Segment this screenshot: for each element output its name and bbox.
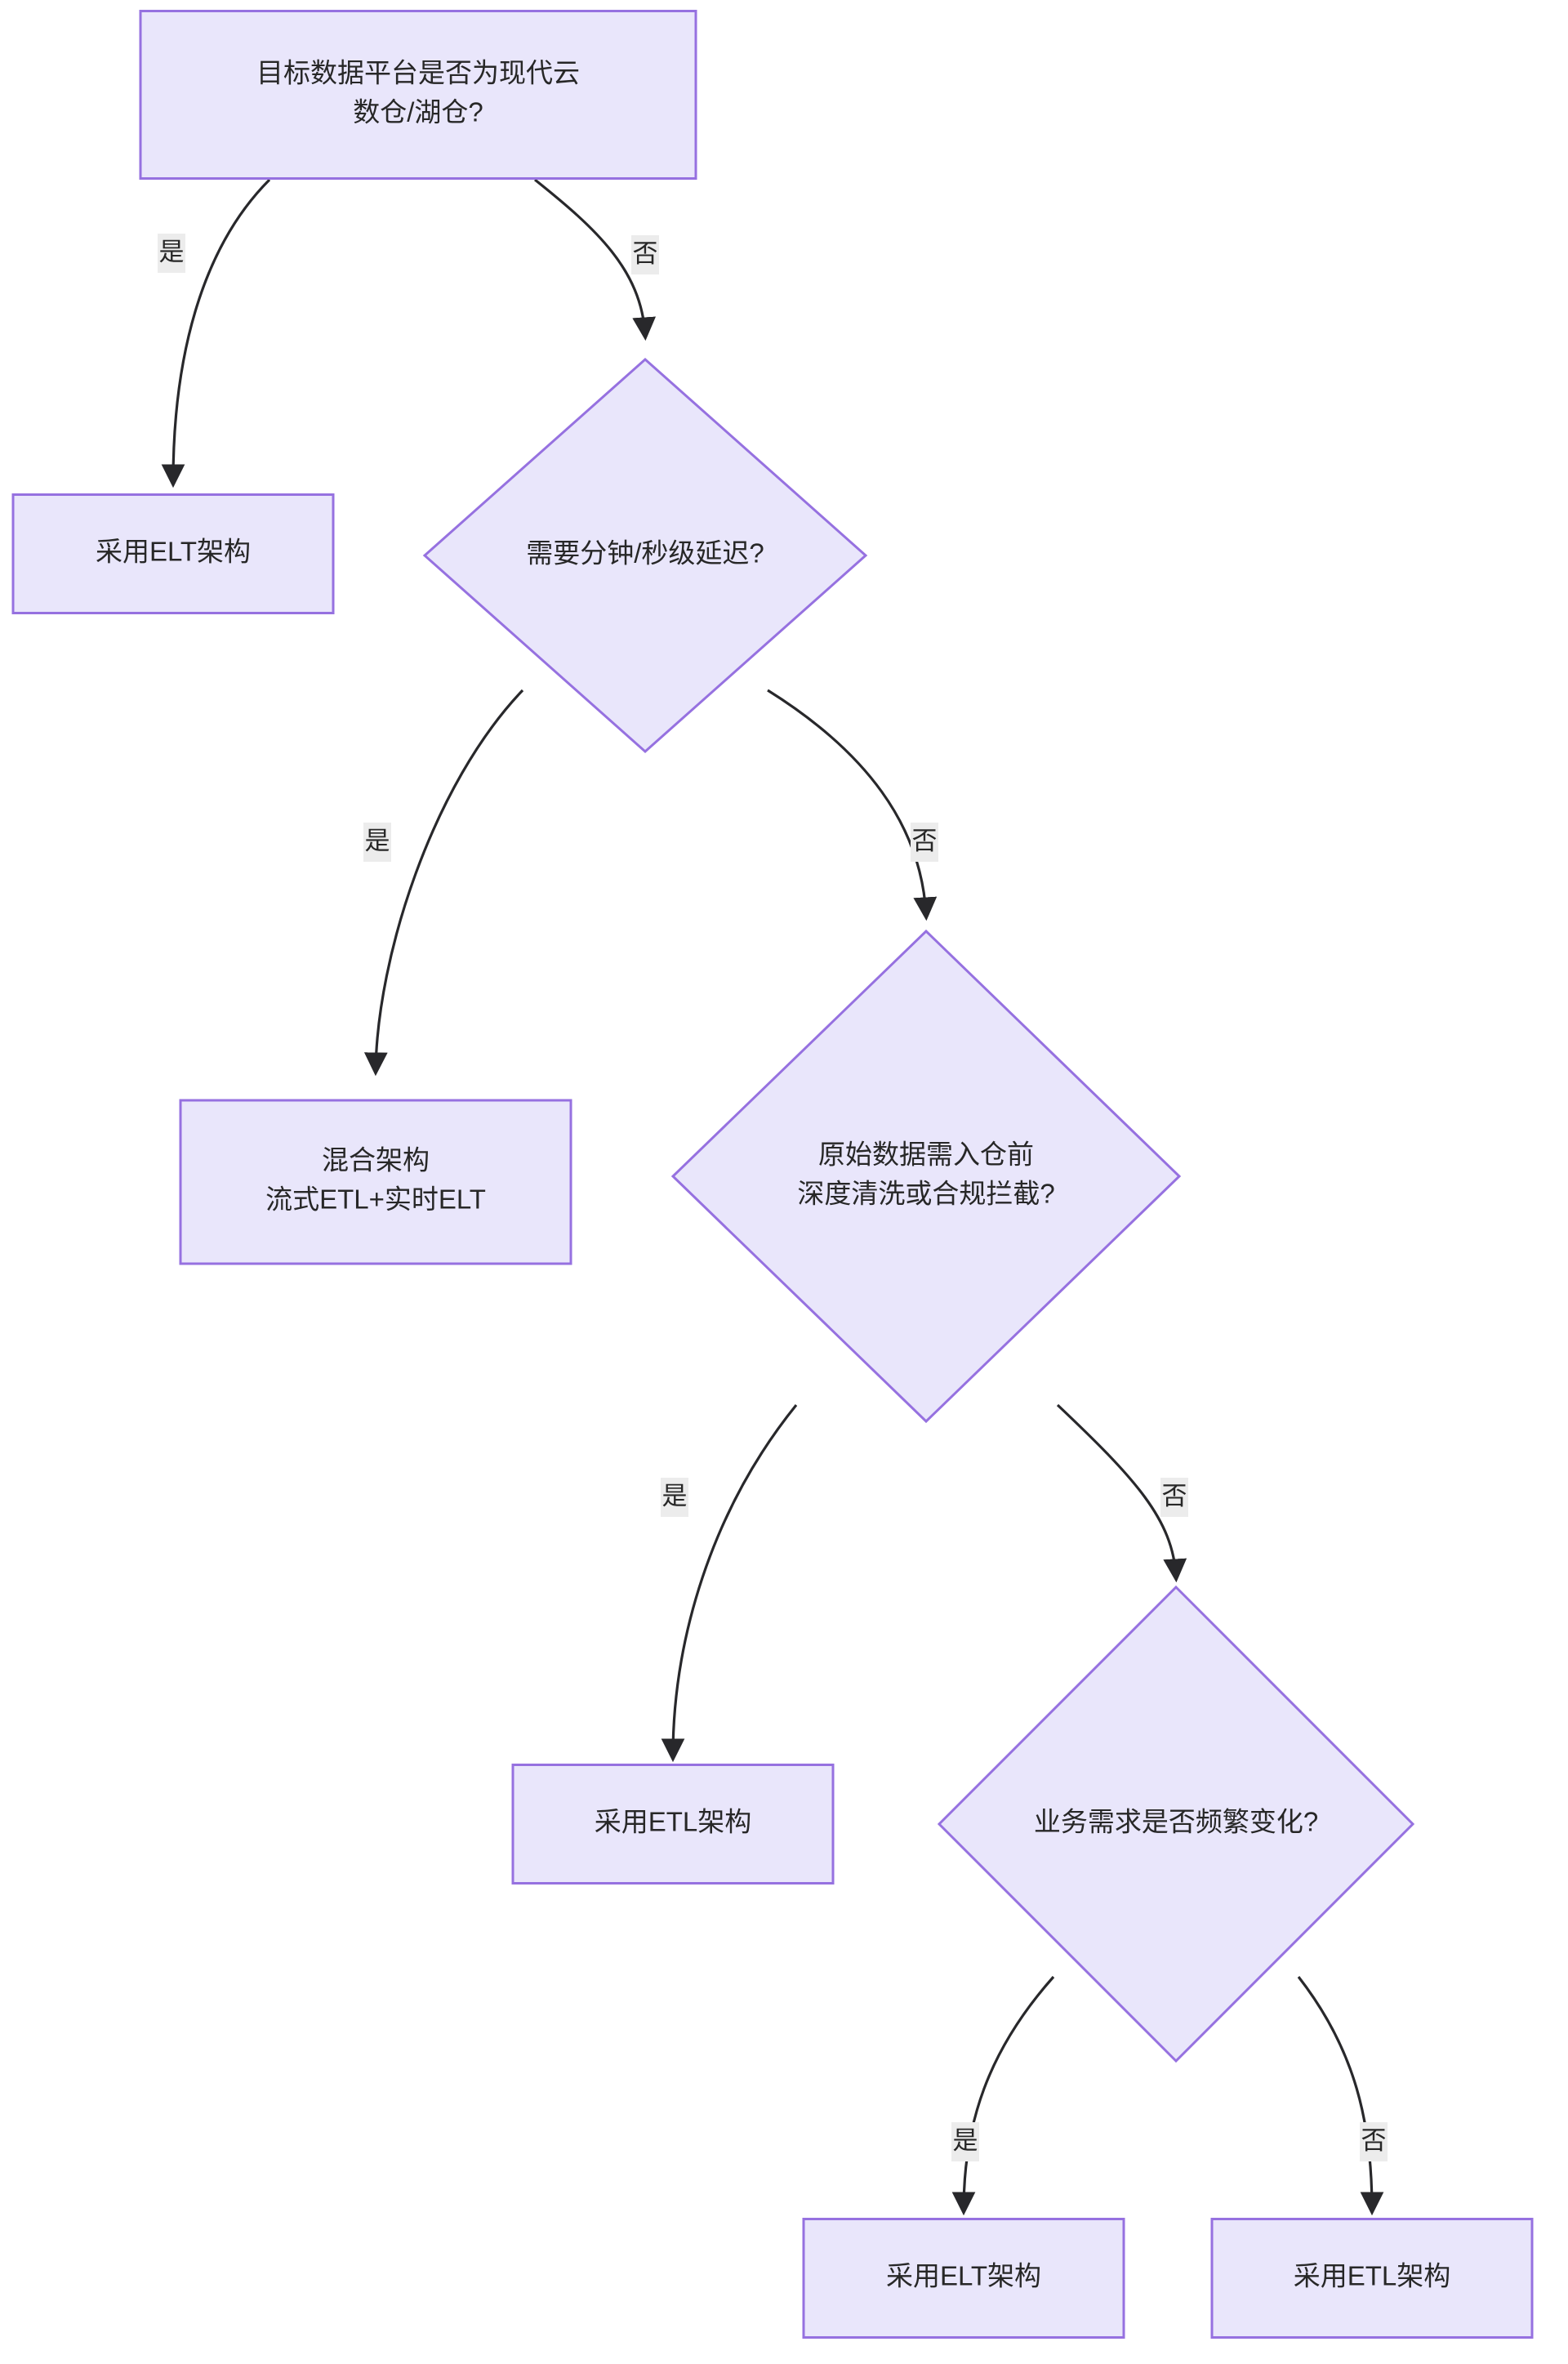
edge-label-background bbox=[951, 2122, 979, 2161]
node-label: 采用ETL架构 bbox=[595, 1807, 752, 1837]
edge-label-e4: 否 bbox=[911, 823, 938, 862]
edge-q3-to-q4 bbox=[1056, 1403, 1187, 1583]
node-rect bbox=[139, 10, 697, 180]
node-label: 深度清洗或合规拦截? bbox=[797, 1179, 1054, 1209]
edges-layer bbox=[161, 178, 1384, 2216]
edge-label-background bbox=[363, 823, 391, 862]
node-r1[interactable]: 采用ELT架构 bbox=[11, 493, 335, 614]
edge-label-text: 是 bbox=[662, 1482, 688, 1510]
edge-q1-to-r1 bbox=[161, 178, 271, 488]
edge-label-text: 是 bbox=[159, 238, 185, 266]
node-label: 流式ETL+实时ELT bbox=[265, 1184, 486, 1215]
node-r4[interactable]: 采用ELT架构 bbox=[802, 2218, 1125, 2339]
edge-label-e5: 是 bbox=[661, 1478, 688, 1517]
node-rect bbox=[802, 2218, 1125, 2339]
node-r5[interactable]: 采用ETL架构 bbox=[1210, 2218, 1534, 2339]
edge-q1-to-q2 bbox=[534, 178, 657, 341]
edge-q4-to-r5 bbox=[1297, 1976, 1384, 2216]
node-rect bbox=[179, 1099, 572, 1265]
node-label: 业务需求是否频繁变化? bbox=[1034, 1807, 1318, 1837]
edge-label-e7: 是 bbox=[951, 2122, 979, 2161]
node-label: 数仓/湖仓? bbox=[353, 97, 483, 127]
node-rect bbox=[1210, 2218, 1534, 2339]
edge-label-e1: 是 bbox=[158, 234, 185, 273]
node-label: 采用ELT架构 bbox=[96, 537, 251, 567]
edge-label-background bbox=[158, 234, 185, 273]
node-diamond bbox=[670, 929, 1182, 1424]
node-label: 混合架构 bbox=[322, 1145, 430, 1175]
node-q2[interactable]: 需要分钟/秒级延迟? bbox=[422, 357, 868, 754]
node-diamond bbox=[937, 1585, 1415, 2063]
edge-label-background bbox=[1160, 1478, 1188, 1517]
edge-label-text: 否 bbox=[1162, 1482, 1187, 1510]
edge-label-background bbox=[911, 823, 938, 862]
edge-label-e6: 否 bbox=[1160, 1478, 1188, 1517]
node-label: 目标数据平台是否为现代云 bbox=[256, 58, 580, 88]
node-rect bbox=[511, 1764, 835, 1885]
edge-q2-to-q3 bbox=[767, 689, 938, 921]
edge-labels-layer: 是否是否是否是否 bbox=[158, 234, 1388, 2161]
edge-label-e3: 是 bbox=[363, 823, 391, 862]
edge-q2-to-r2 bbox=[363, 689, 524, 1077]
edge-label-background bbox=[1360, 2122, 1388, 2161]
edge-label-background bbox=[661, 1478, 688, 1517]
edge-label-text: 是 bbox=[365, 827, 390, 855]
node-label: 原始数据需入仓前 bbox=[818, 1140, 1034, 1170]
edge-q4-to-r4 bbox=[951, 1975, 1055, 2216]
edge-label-text: 否 bbox=[1361, 2126, 1387, 2155]
edge-label-text: 否 bbox=[912, 827, 938, 855]
node-r3[interactable]: 采用ETL架构 bbox=[511, 1764, 835, 1885]
node-label: 需要分钟/秒级延迟? bbox=[526, 538, 764, 569]
edge-label-text: 是 bbox=[953, 2126, 978, 2155]
edge-label-text: 否 bbox=[633, 239, 658, 268]
edge-q3-to-r3 bbox=[661, 1403, 798, 1763]
edge-label-e2: 否 bbox=[631, 235, 659, 274]
edge-label-background bbox=[631, 235, 659, 274]
edge-label-e8: 否 bbox=[1360, 2122, 1388, 2161]
node-rect bbox=[11, 493, 335, 614]
node-diamond bbox=[422, 357, 868, 754]
node-label: 采用ETL架构 bbox=[1294, 2261, 1451, 2291]
node-q4[interactable]: 业务需求是否频繁变化? bbox=[937, 1585, 1415, 2063]
node-label: 采用ELT架构 bbox=[886, 2261, 1041, 2291]
